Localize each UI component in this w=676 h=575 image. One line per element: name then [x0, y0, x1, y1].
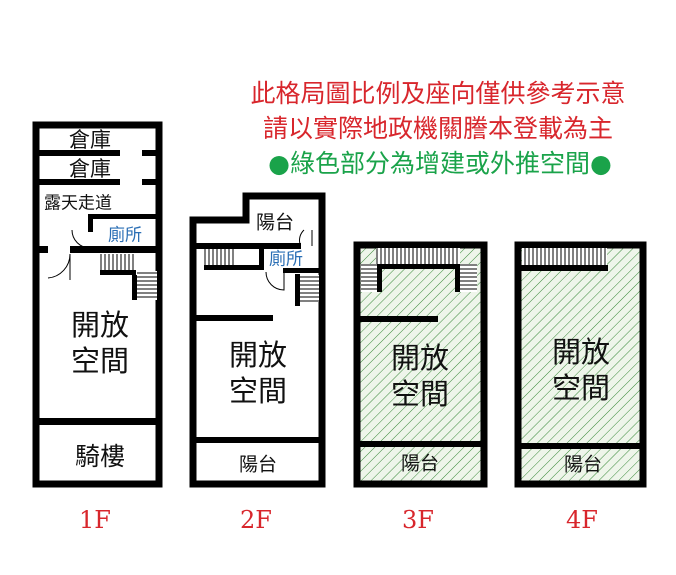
label-line: 空間: [70, 344, 130, 378]
floor-label-2f: 2F: [240, 506, 272, 534]
label-line: 空間: [390, 377, 450, 411]
floor-3f-plan: [353, 241, 488, 488]
1f-open-space-label: 開放空間: [71, 307, 129, 379]
2f-balcony-label: 陽台: [238, 453, 278, 476]
label-line: 開放: [390, 341, 450, 375]
1f-storage-2-label: 倉庫: [69, 157, 111, 181]
1f-arcade-label: 騎樓: [74, 442, 126, 471]
label-line: 開放: [70, 308, 130, 342]
floor-label-4f: 4F: [566, 506, 598, 534]
3f-balcony-label: 陽台: [400, 452, 440, 475]
floor-2f-plan: [189, 192, 326, 488]
label-line: 開放: [228, 338, 288, 372]
1f-toilet-label: 廁所: [108, 225, 142, 246]
4f-open-space-label: 開放空間: [552, 334, 610, 406]
floor-label-3f: 3F: [402, 506, 434, 534]
2f-open-space-label: 開放空間: [229, 337, 287, 409]
1f-storage-1-label: 倉庫: [69, 128, 111, 152]
disclaimer-line-1: 此格局圖比例及座向僅供參考示意: [250, 79, 626, 108]
2f-top-balcony-label: 陽台: [255, 211, 295, 234]
3f-open-space-label: 開放空間: [391, 340, 449, 412]
floor-4f-plan: [514, 241, 647, 488]
2f-toilet-label: 廁所: [269, 249, 303, 270]
1f-open-corridor-label: 露天走道: [44, 193, 112, 214]
label-line: 開放: [551, 335, 611, 369]
label-line: 空間: [228, 374, 288, 408]
disclaimer-line-2: 請以實際地政機關謄本登載為主: [262, 114, 614, 143]
4f-balcony-label: 陽台: [563, 453, 603, 476]
label-line: 空間: [551, 371, 611, 405]
green-area-note: ●綠色部分為增建或外推空間●: [268, 149, 612, 178]
floor-label-1f: 1F: [79, 506, 111, 534]
floor-1f-plan: [32, 121, 163, 488]
